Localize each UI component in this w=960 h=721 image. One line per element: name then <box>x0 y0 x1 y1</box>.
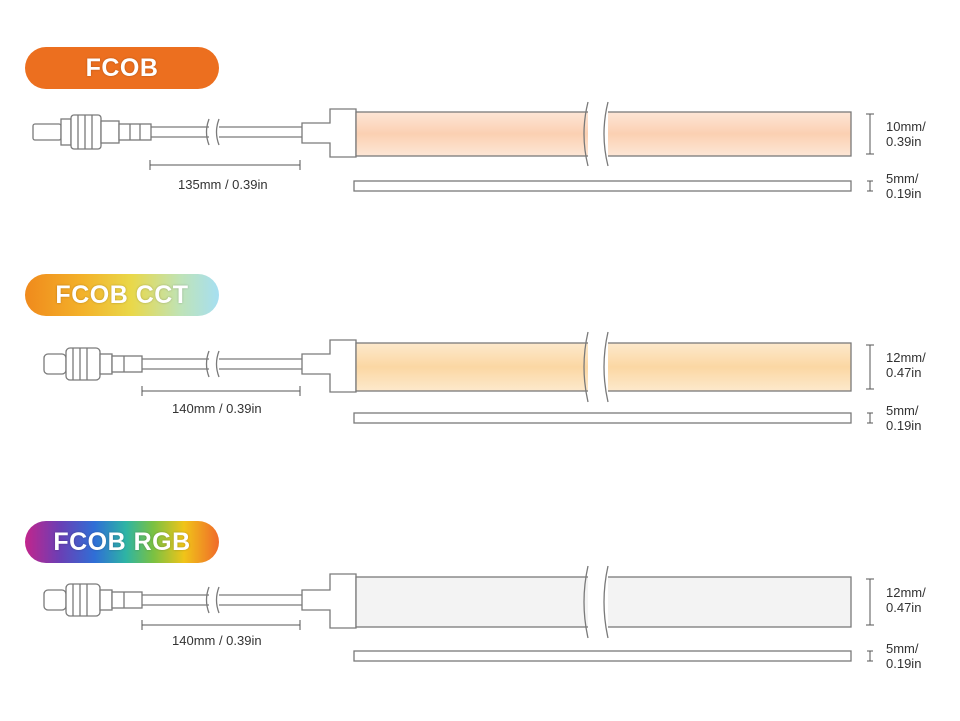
strip-diagram <box>32 101 874 192</box>
height-dim-mm: 12mm/ <box>886 350 926 365</box>
height-dimension-label: 12mm/ 0.47in <box>886 350 926 380</box>
height-dimension-marker <box>866 578 874 626</box>
depth-dimension-marker <box>867 650 873 662</box>
cable <box>151 118 302 146</box>
variant-label: FCOB RGB <box>53 527 191 556</box>
connector-plug <box>43 583 143 617</box>
cable <box>142 586 302 614</box>
depth-dim-mm: 5mm/ <box>886 403 919 418</box>
height-dimension-marker <box>866 344 874 390</box>
strip-profile <box>353 650 852 662</box>
variant-label-badge: FCOB <box>25 47 219 89</box>
cable-length-label: 140mm / 0.39in <box>172 633 262 648</box>
depth-dim-mm: 5mm/ <box>886 171 919 186</box>
led-strip <box>355 331 852 403</box>
strip-diagram <box>43 565 874 662</box>
connector-plug <box>32 114 152 150</box>
depth-dim-mm: 5mm/ <box>886 641 919 656</box>
height-dim-in: 0.39in <box>886 134 922 149</box>
led-strip <box>355 565 852 639</box>
end-cap <box>301 573 357 629</box>
height-dim-in: 0.47in <box>886 365 922 380</box>
height-dim-in: 0.47in <box>886 600 922 615</box>
depth-dimension-marker <box>867 180 873 192</box>
depth-dimension-label: 5mm/ 0.19in <box>886 641 921 671</box>
variant-fcob-cct: FCOB CCT <box>0 274 960 474</box>
cable <box>142 350 302 378</box>
end-cap <box>301 339 357 393</box>
depth-dimension-label: 5mm/ 0.19in <box>886 171 921 201</box>
variant-fcob-rgb: FCOB RGB <box>0 521 960 721</box>
height-dim-mm: 12mm/ <box>886 585 926 600</box>
depth-dim-in: 0.19in <box>886 186 922 201</box>
strip-diagram <box>43 331 874 424</box>
height-dimension-label: 10mm/ 0.39in <box>886 119 926 149</box>
height-dimension-marker <box>866 113 874 155</box>
cable-length-dimension <box>149 160 301 170</box>
depth-dimension-label: 5mm/ 0.19in <box>886 403 921 433</box>
strip-profile <box>353 180 852 192</box>
depth-dim-in: 0.19in <box>886 656 922 671</box>
variant-label: FCOB <box>85 53 159 82</box>
cable-length-dimension <box>141 386 301 396</box>
led-strip <box>355 101 852 167</box>
depth-dim-in: 0.19in <box>886 418 922 433</box>
height-dim-mm: 10mm/ <box>886 119 926 134</box>
strip-profile <box>353 412 852 424</box>
height-dimension-label: 12mm/ 0.47in <box>886 585 926 615</box>
cable-length-label: 135mm / 0.39in <box>178 177 268 192</box>
variant-label-badge: FCOB CCT <box>25 274 219 316</box>
cable-length-label: 140mm / 0.39in <box>172 401 262 416</box>
variant-label: FCOB CCT <box>55 280 189 309</box>
connector-plug <box>43 347 143 381</box>
variant-fcob: FCOB <box>0 47 960 247</box>
end-cap <box>301 108 357 158</box>
cable-length-dimension <box>141 620 301 630</box>
depth-dimension-marker <box>867 412 873 424</box>
variant-label-badge: FCOB RGB <box>25 521 219 563</box>
